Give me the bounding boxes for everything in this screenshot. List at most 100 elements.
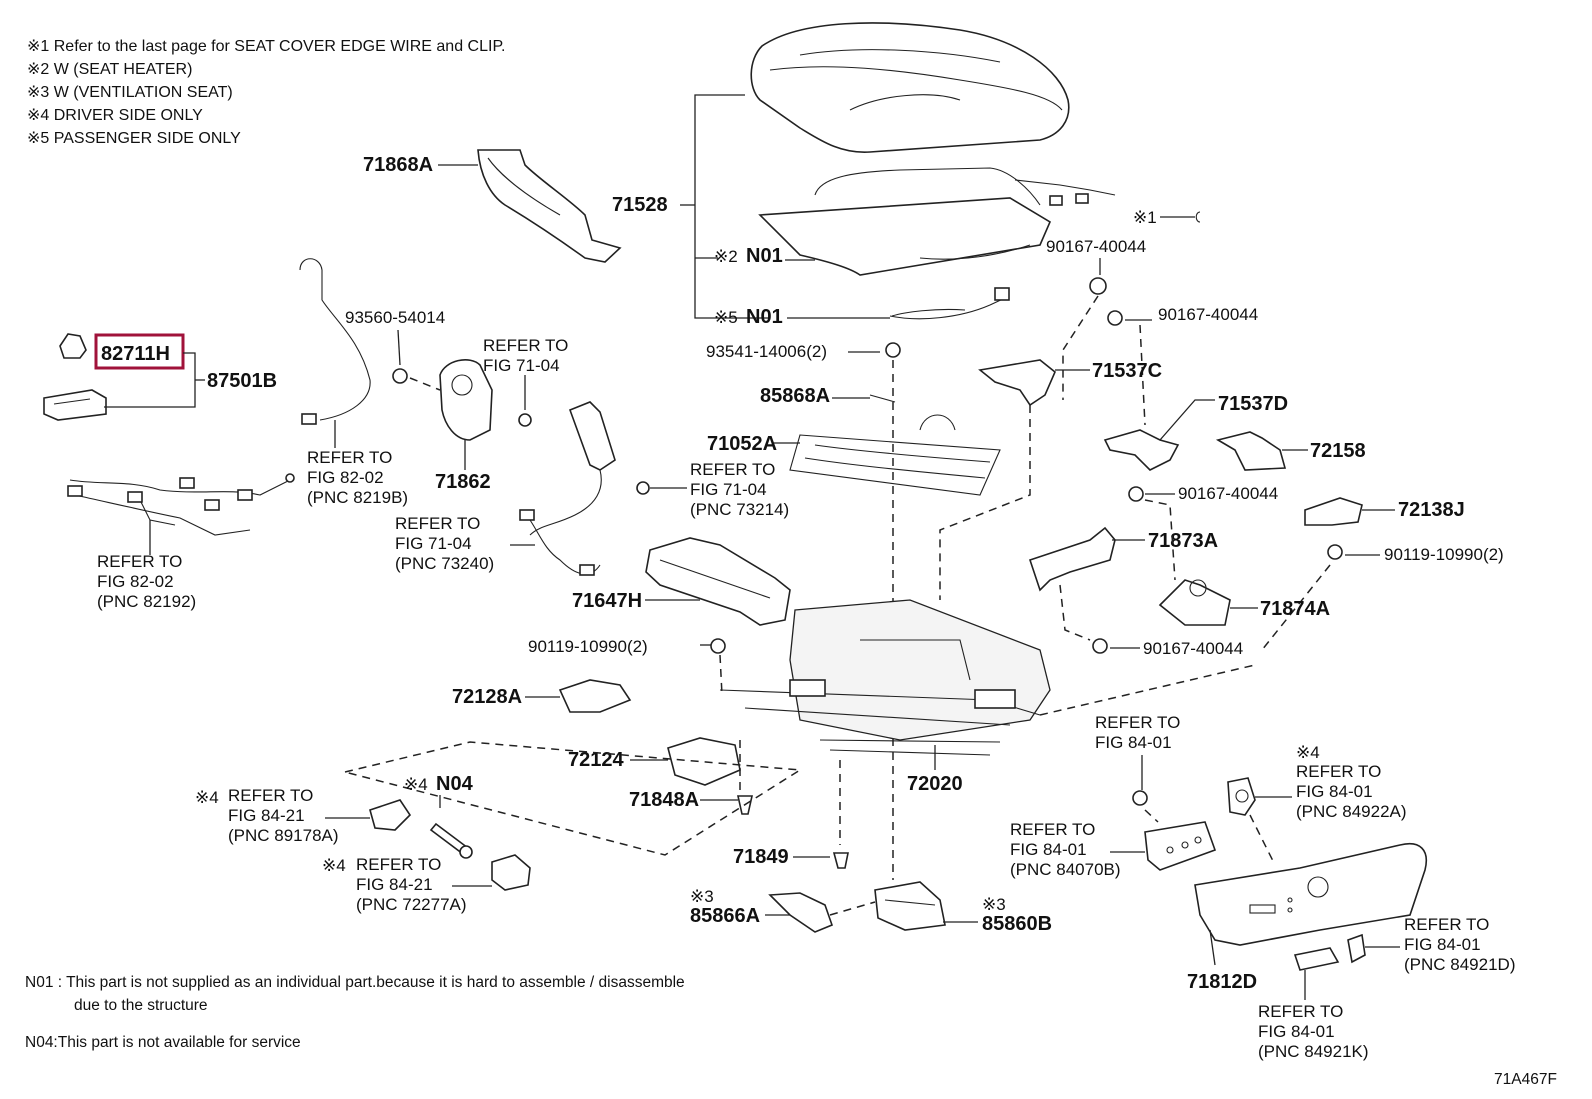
spring-71052A[interactable] xyxy=(789,414,1001,496)
switch-89178A xyxy=(369,799,412,831)
ref-fig-84-01[interactable]: REFER TO FIG 84-01 xyxy=(1095,713,1180,752)
note-mark-4-89178A: ※4 xyxy=(195,788,219,807)
side-shield-71812D[interactable] xyxy=(1194,843,1427,946)
ref-84070B[interactable]: REFER TO FIG 84-01 (PNC 84070B) xyxy=(1010,820,1121,879)
svg-text:FIG 84-01: FIG 84-01 xyxy=(1010,840,1087,859)
ref-89178A[interactable]: REFER TO FIG 84-21 (PNC 89178A) xyxy=(228,786,339,845)
svg-text:REFER TO: REFER TO xyxy=(1010,820,1095,839)
svg-text:(PNC 73240): (PNC 73240) xyxy=(395,554,494,573)
cover-72128A[interactable] xyxy=(558,679,632,713)
svg-text:REFER TO: REFER TO xyxy=(1296,762,1381,781)
svg-text:REFER TO: REFER TO xyxy=(228,786,313,805)
bracket-71537D[interactable] xyxy=(1103,429,1180,471)
footnotes: N01 : This part is not supplied as an in… xyxy=(25,974,685,1051)
cover-72158[interactable] xyxy=(1215,431,1287,471)
wire-73240 xyxy=(519,509,601,576)
motor-71874A[interactable] xyxy=(1158,579,1231,626)
bracket-71873A[interactable] xyxy=(1028,526,1116,592)
blower-85860B[interactable] xyxy=(874,881,946,931)
part-71812D[interactable]: 71812D xyxy=(1187,971,1257,993)
part-90119-10990-a[interactable]: 90119-10990(2) xyxy=(528,637,648,656)
note-mark-3b: ※3 xyxy=(982,895,1006,914)
ref-73214[interactable]: REFER TO FIG 71-04 (PNC 73214) xyxy=(690,460,789,519)
svg-text:FIG 71-04: FIG 71-04 xyxy=(395,534,472,553)
part-71862[interactable]: 71862 xyxy=(435,471,491,493)
cover-72124[interactable] xyxy=(667,737,741,786)
highlight-box-82711H xyxy=(94,333,185,370)
part-72158[interactable]: 72158 xyxy=(1310,440,1366,462)
part-87501B[interactable]: 87501B xyxy=(207,370,277,392)
svg-text:REFER TO: REFER TO xyxy=(307,448,392,467)
note-mark-1: ※1 xyxy=(1133,208,1157,227)
ref-8219B[interactable]: REFER TO FIG 82-02 (PNC 8219B) xyxy=(307,448,408,507)
ref-72277A[interactable]: REFER TO FIG 84-21 (PNC 72277A) xyxy=(356,855,467,914)
part-85866A[interactable]: 85866A xyxy=(690,905,760,927)
part-n04[interactable]: N04 xyxy=(436,773,474,795)
bolt-icon xyxy=(710,638,726,654)
svg-text:FIG 84-21: FIG 84-21 xyxy=(356,875,433,894)
note-2: ※2 W (SEAT HEATER) xyxy=(27,61,192,78)
ecu-87501B-shape xyxy=(43,389,107,421)
footnote-n01: N01 : This part is not supplied as an in… xyxy=(25,974,685,991)
bracket-71537C[interactable] xyxy=(978,359,1056,407)
trim-71862[interactable] xyxy=(439,359,493,441)
part-85860B[interactable]: 85860B xyxy=(982,913,1052,935)
ref-84922A[interactable]: REFER TO FIG 84-01 (PNC 84922A) xyxy=(1296,762,1407,821)
knob-84921D xyxy=(1347,933,1366,964)
seat-heater-mat[interactable] xyxy=(758,167,1116,276)
note-5: ※5 PASSENGER SIDE ONLY xyxy=(27,130,241,147)
bolt-icon xyxy=(885,342,901,358)
ref-82192[interactable]: REFER TO FIG 82-02 (PNC 82192) xyxy=(97,552,196,611)
screw-icon xyxy=(392,368,408,384)
ref-84921K[interactable]: REFER TO FIG 84-01 (PNC 84921K) xyxy=(1258,1002,1369,1061)
part-90167-40044-a[interactable]: 90167-40044 xyxy=(1046,237,1146,256)
part-93560-54014[interactable]: 93560-54014 xyxy=(345,308,445,327)
part-90119-10990-b[interactable]: 90119-10990(2) xyxy=(1384,545,1504,564)
part-n01-heater[interactable]: N01 xyxy=(746,245,783,267)
part-93541-14006[interactable]: 93541-14006(2) xyxy=(706,342,827,361)
part-71868A[interactable]: 71868A xyxy=(363,154,433,176)
svg-text:FIG 84-01: FIG 84-01 xyxy=(1296,782,1373,801)
part-71849[interactable]: 71849 xyxy=(733,846,789,868)
part-n01-sensor[interactable]: N01 xyxy=(746,306,783,328)
part-72138J[interactable]: 72138J xyxy=(1398,499,1465,521)
part-71052A[interactable]: 71052A xyxy=(707,433,777,455)
ref-84921D[interactable]: REFER TO FIG 84-01 (PNC 84921D) xyxy=(1404,915,1516,974)
pad-71647H[interactable] xyxy=(645,537,791,626)
note-mark-4-84922A: ※4 xyxy=(1296,743,1320,762)
svg-text:REFER TO: REFER TO xyxy=(356,855,441,874)
svg-text:FIG 71-04: FIG 71-04 xyxy=(483,356,560,375)
part-71528[interactable]: 71528 xyxy=(612,194,668,216)
figure-id: 71A467F xyxy=(1494,1071,1557,1088)
svg-text:REFER TO: REFER TO xyxy=(1404,915,1489,934)
part-72020[interactable]: 72020 xyxy=(907,773,963,795)
note-mark-3a: ※3 xyxy=(690,887,714,906)
ref-fig-71-04[interactable]: REFER TO FIG 71-04 xyxy=(483,336,568,375)
duct-85866A[interactable] xyxy=(768,892,834,933)
note-4: ※4 DRIVER SIDE ONLY xyxy=(27,107,203,124)
ref-73240[interactable]: REFER TO FIG 71-04 (PNC 73240) xyxy=(395,514,494,573)
notes-block: ※1 Refer to the last page for SEAT COVER… xyxy=(27,38,506,147)
part-72277A-shape xyxy=(491,854,531,891)
part-90167-40044-d[interactable]: 90167-40044 xyxy=(1143,639,1243,658)
part-72128A[interactable]: 72128A xyxy=(452,686,522,708)
bolt-icon xyxy=(1128,486,1144,502)
bolt-icon xyxy=(1327,544,1343,560)
part-85868A[interactable]: 85868A xyxy=(760,385,830,407)
seat-cushion-cover[interactable] xyxy=(750,22,1070,153)
part-90167-40044-c[interactable]: 90167-40044 xyxy=(1178,484,1278,503)
part-71537C[interactable]: 71537C xyxy=(1092,360,1162,382)
occupant-sensor-strip[interactable] xyxy=(889,287,1010,320)
cover-72138J[interactable] xyxy=(1304,497,1363,526)
part-82711H[interactable]: 82711H xyxy=(101,343,170,365)
part-90167-40044-b[interactable]: 90167-40044 xyxy=(1158,305,1258,324)
part-71647H[interactable]: 71647H xyxy=(572,590,642,612)
svg-text:REFER TO: REFER TO xyxy=(1095,713,1180,732)
svg-text:REFER TO: REFER TO xyxy=(690,460,775,479)
part-71874A[interactable]: 71874A xyxy=(1260,598,1330,620)
part-71873A[interactable]: 71873A xyxy=(1148,530,1218,552)
part-71848A[interactable]: 71848A xyxy=(629,789,699,811)
cushion-shield-71868A[interactable] xyxy=(477,149,622,263)
seat-frame-72020[interactable] xyxy=(719,599,1051,756)
part-71537D[interactable]: 71537D xyxy=(1218,393,1288,415)
